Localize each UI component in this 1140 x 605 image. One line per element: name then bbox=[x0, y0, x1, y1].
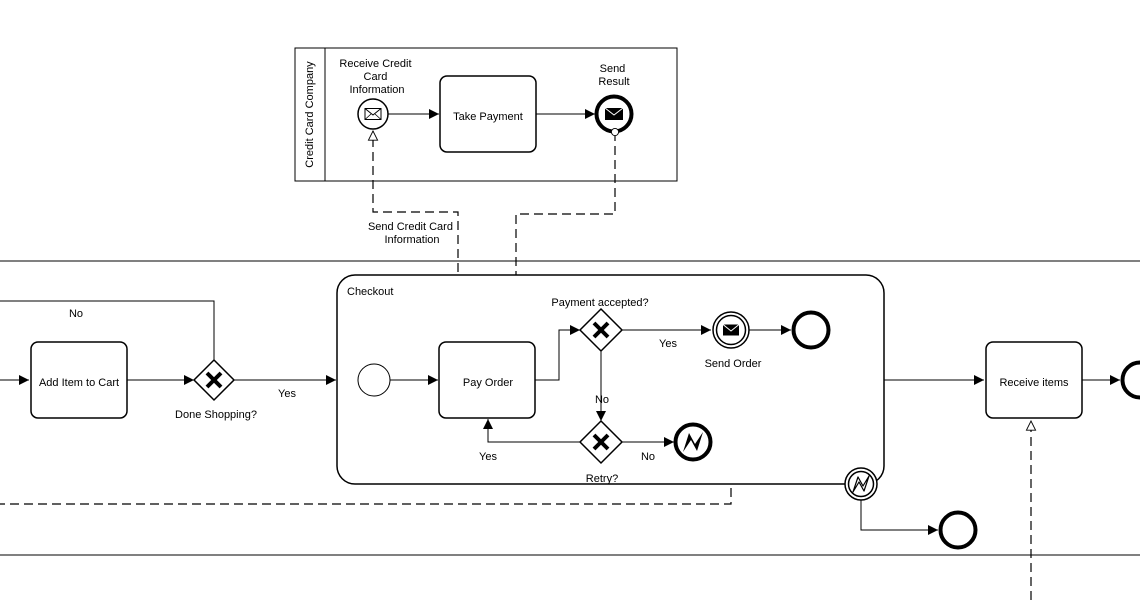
retry-label: Retry? bbox=[586, 473, 618, 485]
flow-no-loop-label: No bbox=[69, 308, 83, 320]
done-shopping-gateway[interactable]: Done Shopping? bbox=[175, 360, 257, 421]
envelope-icon bbox=[365, 109, 381, 120]
send-result-label: Send Result bbox=[598, 63, 629, 88]
error-end-event[interactable] bbox=[676, 425, 711, 460]
flow-yes-done-label: Yes bbox=[278, 388, 296, 400]
pay-order-label: Pay Order bbox=[463, 377, 513, 389]
add-item-to-cart-task[interactable]: Add Item to Cart bbox=[31, 342, 127, 418]
boundary-end-event[interactable] bbox=[941, 513, 976, 548]
send-order-label: Send Order bbox=[705, 358, 762, 370]
flow-yes-to-checkout[interactable]: Yes bbox=[234, 380, 336, 400]
take-payment-label: Take Payment bbox=[453, 111, 523, 123]
boundary-error-event[interactable] bbox=[845, 468, 877, 500]
pool-label: Credit Card Company bbox=[304, 61, 316, 168]
payment-accepted-label: Payment accepted? bbox=[551, 297, 648, 309]
flow-no-payment-label: No bbox=[595, 394, 609, 406]
receive-items-task[interactable]: Receive items bbox=[986, 342, 1082, 418]
final-end-event[interactable] bbox=[1123, 363, 1140, 398]
done-shopping-label: Done Shopping? bbox=[175, 409, 257, 421]
pay-order-task[interactable]: Pay Order bbox=[439, 342, 535, 418]
receive-items-label: Receive items bbox=[999, 377, 1069, 389]
add-item-label: Add Item to Cart bbox=[39, 377, 119, 389]
flow-boundary-to-end[interactable] bbox=[861, 500, 938, 530]
send-cc-info-label: Send Credit Card Information bbox=[368, 221, 456, 246]
filled-envelope-icon bbox=[723, 325, 739, 336]
checkout-start-event[interactable] bbox=[358, 364, 390, 396]
checkout-end-event[interactable] bbox=[794, 313, 829, 348]
flow-no-retry-label: No bbox=[641, 451, 655, 463]
checkout-label: Checkout bbox=[347, 286, 393, 298]
flow-yes-retry-label: Yes bbox=[479, 451, 497, 463]
filled-envelope-icon bbox=[605, 108, 623, 120]
take-payment-task[interactable]: Take Payment bbox=[440, 76, 536, 152]
flow-yes-payment-label: Yes bbox=[659, 338, 677, 350]
